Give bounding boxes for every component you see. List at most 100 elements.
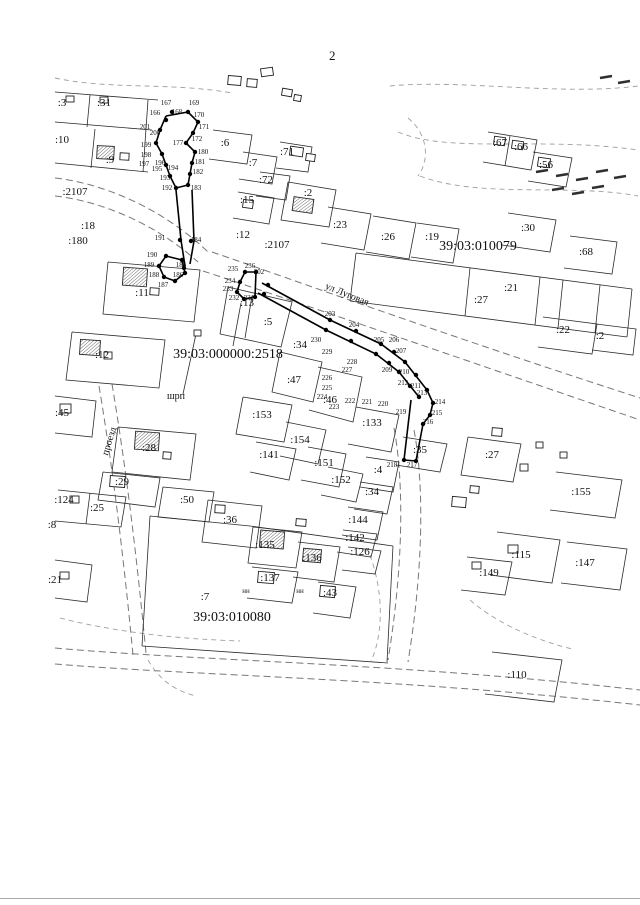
note-label: нн (296, 587, 304, 595)
point-label: 197 (139, 160, 150, 168)
road-edge (98, 385, 134, 656)
parcel-label: :15 (240, 194, 255, 206)
building (536, 156, 552, 169)
building (492, 135, 507, 147)
parcel-label: :154 (290, 434, 310, 446)
parcel-boundary (292, 541, 341, 583)
point-label: 169 (189, 99, 200, 107)
parcel-label: :7 (249, 157, 258, 169)
building (507, 544, 519, 554)
point-label: 191 (155, 234, 166, 242)
parcel-boundary (347, 406, 400, 453)
chain-point (391, 349, 397, 355)
building (258, 529, 286, 550)
chain-point (161, 274, 167, 280)
parcel-boundary (320, 466, 364, 503)
parcel-boundary (111, 426, 197, 481)
terrain-line (397, 131, 639, 151)
building (96, 145, 115, 160)
parcel-boundary (54, 121, 153, 131)
parcel-label: :66 (514, 141, 529, 153)
chain-line (415, 423, 424, 462)
building (293, 93, 302, 103)
marsh-dash (551, 186, 565, 192)
parcel-boundary (563, 235, 618, 275)
building (69, 495, 80, 504)
parcel-label: :22 (556, 324, 570, 336)
point-label: 180 (198, 148, 209, 156)
point-label: 214 (435, 398, 446, 406)
parcel-label: :3 (58, 97, 67, 109)
parcel-label: :21 (48, 574, 62, 586)
chain-point (378, 341, 384, 347)
parcel-label: :5 (264, 316, 273, 328)
parcel-boundary (460, 436, 522, 483)
parcel-label: :133 (362, 417, 382, 429)
point-label: 215 (432, 409, 443, 417)
parcel-boundary (232, 191, 275, 225)
point-label: 234 (225, 277, 236, 285)
terrain-line (389, 83, 639, 90)
chain-point (413, 458, 419, 464)
parcel-label: :124 (54, 494, 74, 506)
parcel-boundary (359, 456, 400, 493)
parcel-label: :43 (323, 587, 338, 599)
point-label: 192 (162, 184, 173, 192)
marsh-dash (575, 176, 589, 182)
parcel-boundary (54, 489, 127, 528)
parcel-boundary (65, 331, 166, 389)
parcel-label: :27 (485, 449, 500, 461)
point-label: 193 (160, 174, 171, 182)
parcel-boundary (300, 446, 347, 488)
chain-point (185, 182, 191, 188)
parcel-label: :147 (575, 557, 595, 569)
chain-point (252, 294, 258, 300)
parcel-label: :137 (260, 572, 280, 584)
parcel-boundary (279, 421, 327, 465)
point-label: 236 (245, 262, 256, 270)
parcel-boundary (244, 295, 253, 339)
point-label: 204 (349, 321, 360, 329)
parcel-label: :72 (259, 174, 273, 186)
point-label: 199 (141, 141, 152, 149)
point-label: 233 (223, 285, 234, 293)
building (510, 139, 525, 151)
page-number: 2 (329, 48, 336, 63)
parcel-boundary (141, 515, 151, 647)
chain-point (407, 383, 413, 389)
building (241, 198, 255, 210)
parcel-boundary (537, 316, 598, 355)
parcel-label: :34 (293, 339, 308, 351)
point-label: 202 (254, 268, 265, 276)
road-edge (54, 663, 640, 706)
parcel-boundary (560, 541, 628, 591)
parcel-label: :35 (413, 444, 428, 456)
chain-point (402, 359, 408, 365)
parcel-label: :126 (350, 546, 370, 558)
point-label: 168 (172, 108, 183, 116)
parcel-label: :21 (504, 282, 518, 294)
chain-point (185, 109, 191, 115)
parcel-label: :19 (425, 231, 440, 243)
terrain-line (469, 599, 573, 650)
parcel-label: :28 (142, 442, 157, 454)
parcel-label: :7 (201, 591, 210, 603)
street-label: ул Луговая (324, 281, 371, 309)
parcel-label: :46 (323, 394, 338, 406)
parcel-boundary (534, 276, 541, 326)
parcel-label: :142 (345, 532, 365, 544)
parcel-label: :12 (236, 229, 250, 241)
point-label: 183 (191, 184, 202, 192)
parcel-label: :135 (255, 539, 275, 551)
building-layer (59, 66, 568, 599)
point-label: 218 (387, 461, 398, 469)
point-label: 231 (244, 294, 255, 302)
parcel-boundary (349, 252, 357, 302)
chain-point (353, 328, 359, 334)
building (59, 571, 70, 580)
point-label: 226 (322, 374, 333, 382)
point-label: 167 (161, 99, 172, 107)
point-label: 224 (317, 393, 328, 401)
building (65, 95, 75, 103)
